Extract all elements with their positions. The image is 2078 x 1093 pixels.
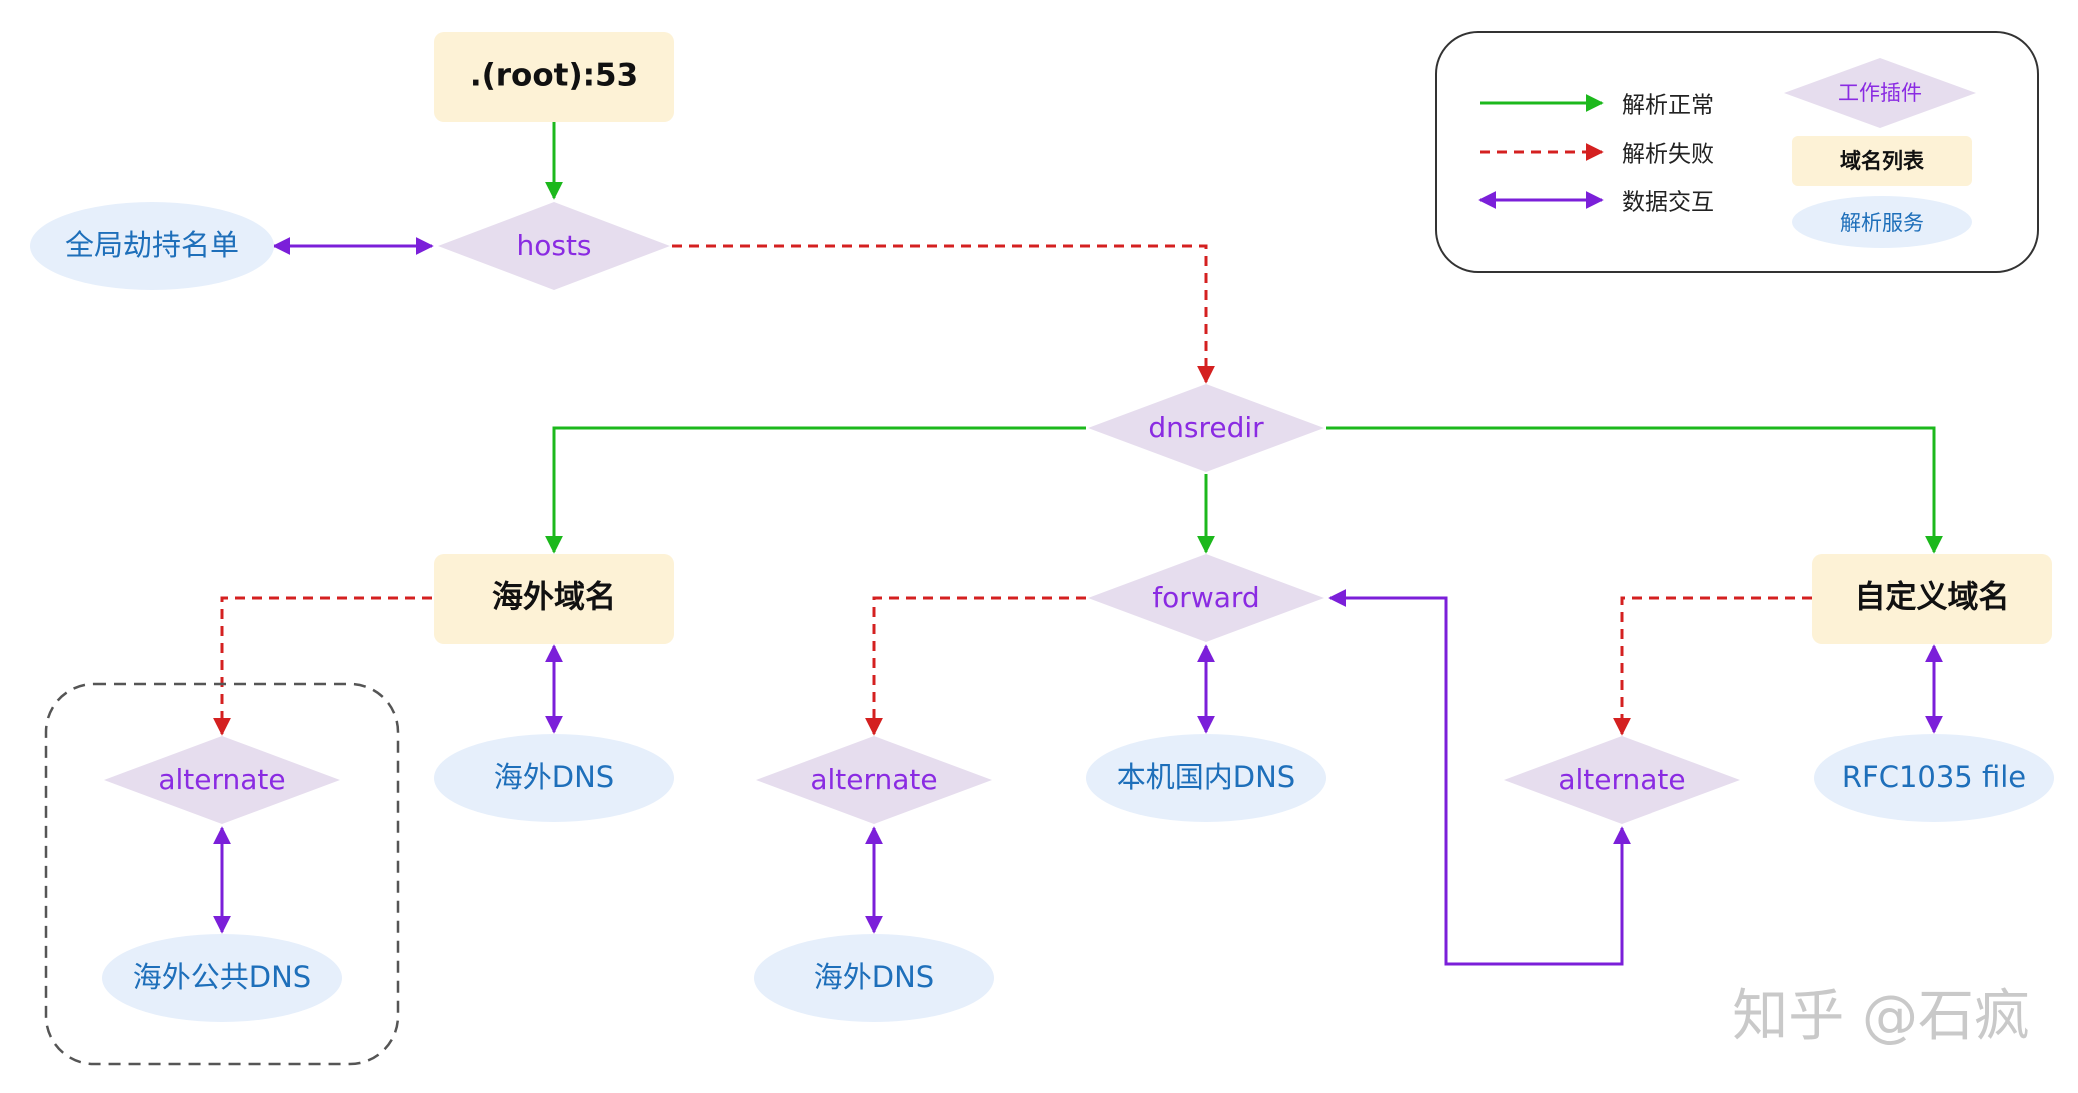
forward-label: forward bbox=[1152, 581, 1259, 614]
node-alternate-left: alternate bbox=[104, 736, 340, 824]
node-global-hijack: 全局劫持名单 bbox=[30, 202, 274, 290]
edge-custom-to-alternate-right bbox=[1613, 596, 1812, 736]
overseas-public-dns-label: 海外公共DNS bbox=[133, 960, 311, 994]
node-alternate-right: alternate bbox=[1504, 736, 1740, 824]
legend-domain-label: 域名列表 bbox=[1840, 149, 1925, 173]
node-overseas-dns-1: 海外DNS bbox=[434, 734, 674, 822]
rfc-file-label: RFC1035 file bbox=[1842, 760, 2026, 794]
legend-plugin-label: 工作插件 bbox=[1838, 81, 1922, 105]
edge-dnsredir-to-overseas bbox=[545, 426, 1086, 554]
fallback-group-box bbox=[44, 682, 400, 1066]
legend-service-shape bbox=[1792, 196, 1972, 248]
node-overseas-dns-2: 海外DNS bbox=[754, 934, 994, 1022]
edge-alternate-right-forward bbox=[1328, 589, 1631, 966]
alternate-right-label: alternate bbox=[1558, 763, 1685, 796]
watermark: 知乎 @石疯 bbox=[1732, 984, 2030, 1049]
edge-forward-to-alternate-mid bbox=[865, 596, 1086, 736]
node-hosts: hosts bbox=[438, 202, 670, 290]
node-dnsredir: dnsredir bbox=[1088, 384, 1324, 472]
custom-domains-label: 自定义域名 bbox=[1855, 580, 2010, 616]
hosts-label: hosts bbox=[516, 229, 591, 262]
alternate-mid-label: alternate bbox=[810, 763, 937, 796]
overseas-dns-2-label: 海外DNS bbox=[814, 960, 934, 994]
node-overseas-public-dns: 海外公共DNS bbox=[102, 934, 342, 1022]
node-forward: forward bbox=[1088, 554, 1324, 642]
legend-failed-label: 解析失败 bbox=[1622, 142, 1714, 168]
edges bbox=[213, 122, 1943, 966]
legend-plugin-shape bbox=[1784, 58, 1976, 128]
node-rfc-file: RFC1035 file bbox=[1814, 734, 2054, 822]
node-local-dns: 本机国内DNS bbox=[1086, 734, 1326, 822]
legend-normal-label: 解析正常 bbox=[1622, 93, 1714, 119]
node-custom-domains: 自定义域名 bbox=[1812, 554, 2052, 644]
edge-dnsredir-to-custom bbox=[1326, 426, 1943, 554]
global-hijack-label: 全局劫持名单 bbox=[65, 228, 239, 262]
edge-overseas-to-alternate-left bbox=[213, 596, 432, 736]
dnsredir-label: dnsredir bbox=[1148, 411, 1264, 444]
overseas-dns-1-label: 海外DNS bbox=[494, 760, 614, 794]
overseas-domains-label: 海外域名 bbox=[492, 580, 616, 616]
root-label: .(root):53 bbox=[470, 58, 638, 94]
edge-hosts-to-dnsredir bbox=[672, 244, 1215, 384]
node-root: .(root):53 bbox=[434, 32, 674, 122]
legend-service-label: 解析服务 bbox=[1840, 211, 1924, 235]
node-alternate-mid: alternate bbox=[756, 736, 992, 824]
local-dns-label: 本机国内DNS bbox=[1117, 760, 1295, 794]
node-overseas-domains: 海外域名 bbox=[434, 554, 674, 644]
legend: 解析正常 解析失败 数据交互 工作插件 域名列表 解析服务 bbox=[1435, 31, 2039, 273]
legend-data-label: 数据交互 bbox=[1622, 190, 1714, 216]
legend-domain-shape bbox=[1792, 136, 1972, 186]
alternate-left-label: alternate bbox=[158, 763, 285, 796]
